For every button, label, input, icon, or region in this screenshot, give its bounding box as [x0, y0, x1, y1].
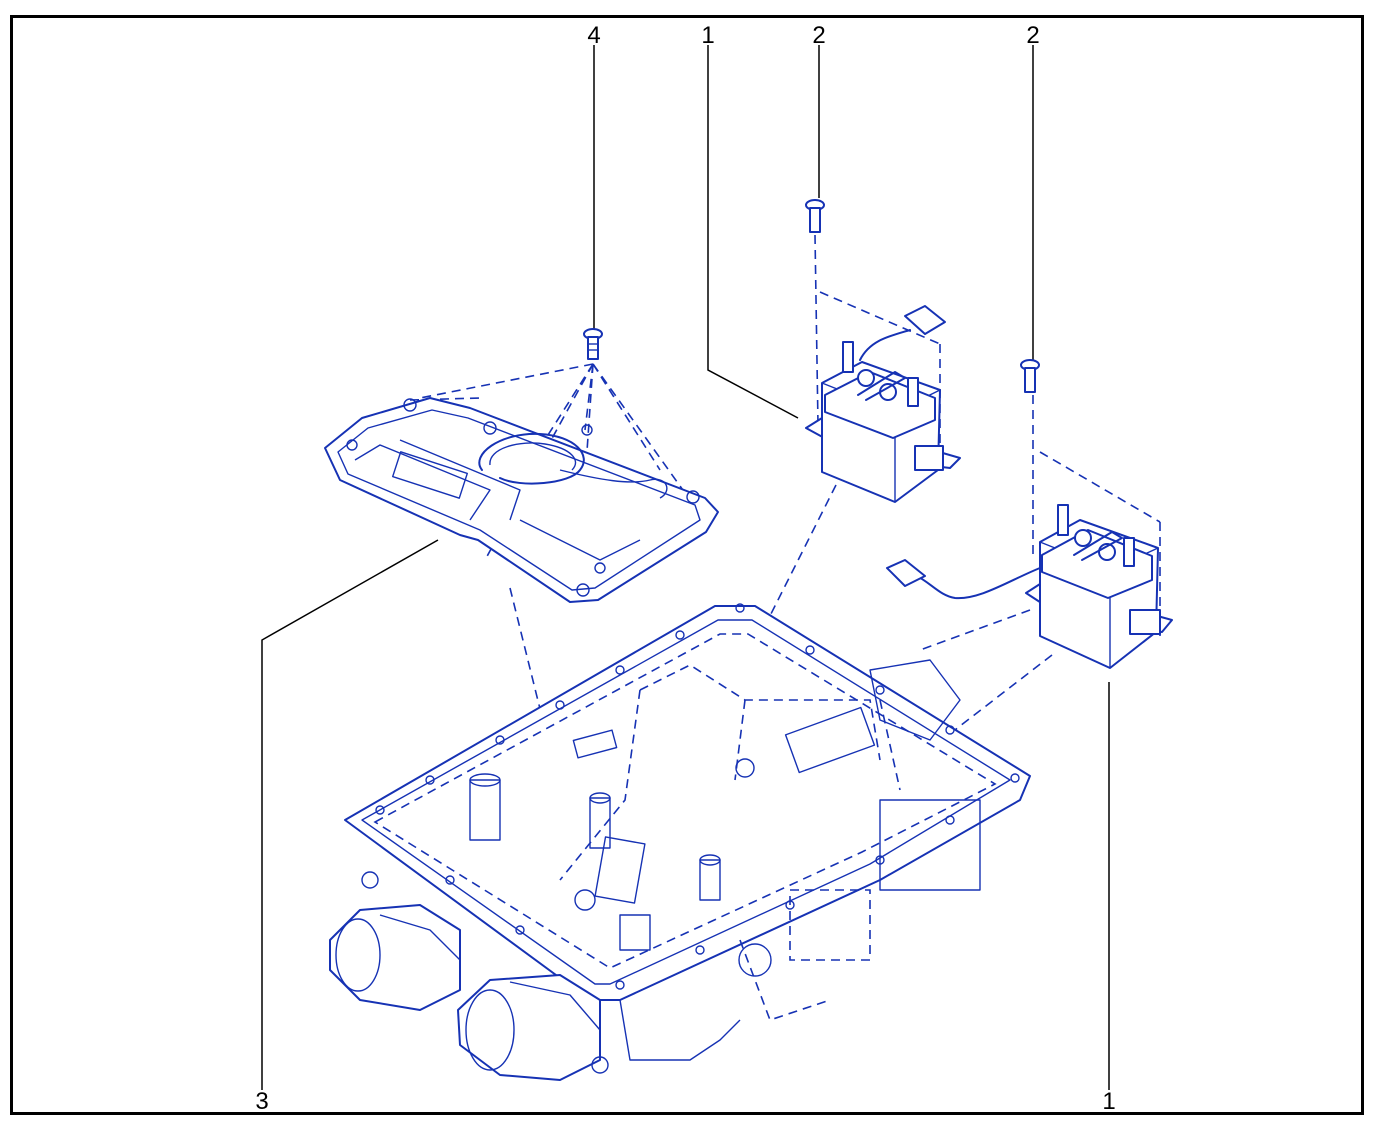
flange-holes [375, 603, 1020, 990]
callout-2-right: 2 [1026, 22, 1040, 49]
callout-3: 3 [255, 1088, 269, 1115]
callout-1-top: 1 [701, 22, 715, 49]
cover-bolt [583, 328, 603, 360]
leader-3 [261, 539, 439, 1090]
leader-1-top [707, 45, 799, 419]
cover-plate [324, 397, 719, 603]
transmission-housing [329, 605, 1031, 1081]
relay-lower [757, 359, 1173, 883]
relay-upper [667, 199, 961, 819]
callout-2-left: 2 [812, 22, 826, 49]
callout-1-bottom: 1 [1102, 1088, 1116, 1115]
callout-4: 4 [587, 22, 601, 49]
leader-lines [261, 45, 1110, 1090]
